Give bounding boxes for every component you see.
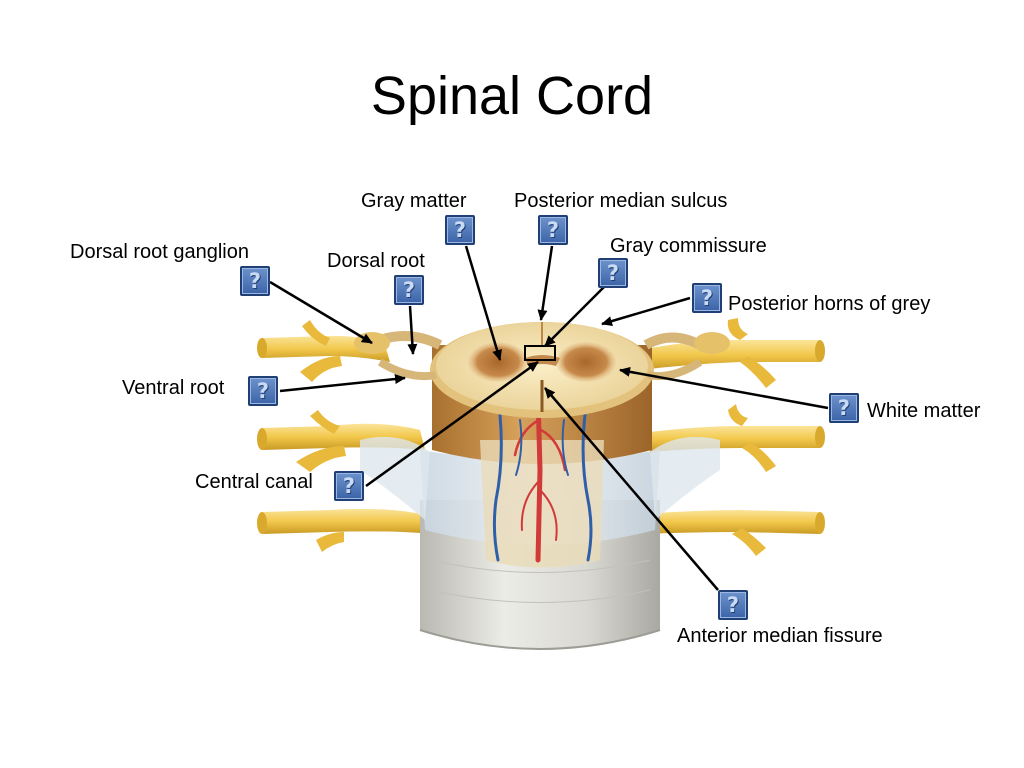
reveal-central-canal-button[interactable]: ? [334, 471, 364, 501]
leader-gray-commissure [544, 285, 606, 347]
question-mark-icon: ? [837, 396, 851, 420]
label-posterior-horns: Posterior horns of grey [728, 293, 931, 315]
left-gray-horn [468, 342, 528, 382]
question-mark-icon: ? [546, 218, 560, 242]
slide-title: Spinal Cord [370, 66, 654, 126]
dorsal-root-ganglion-shape [694, 332, 730, 354]
leader-ventral-root [279, 374, 406, 393]
reveal-white-matter-button[interactable]: ? [829, 393, 859, 423]
leader-central-canal [365, 360, 539, 488]
cord-cross-section [430, 322, 654, 418]
question-mark-icon: ? [700, 286, 714, 310]
leader-dorsal-root-ganglion [269, 280, 373, 345]
question-mark-icon: ? [248, 269, 262, 293]
question-mark-icon: ? [726, 593, 740, 617]
question-mark-icon: ? [453, 218, 467, 242]
reveal-anterior-median-fissure-button[interactable]: ? [718, 590, 748, 620]
leader-dorsal-root [407, 305, 418, 355]
question-mark-icon: ? [342, 474, 356, 498]
leader-gray-matter [464, 245, 502, 361]
label-white-matter: White matter [867, 400, 981, 422]
label-dorsal-root-ganglion: Dorsal root ganglion [70, 241, 249, 263]
reveal-gray-commissure-button[interactable]: ? [598, 258, 628, 288]
label-ventral-root: Ventral root [122, 377, 225, 399]
leader-posterior-median-sulcus [537, 245, 554, 321]
blood-vessels [492, 392, 593, 563]
leader-white-matter [619, 366, 829, 410]
label-dorsal-root: Dorsal root [327, 250, 425, 272]
label-gray-matter: Gray matter [361, 190, 467, 212]
reveal-gray-matter-button[interactable]: ? [445, 215, 475, 245]
label-central-canal: Central canal [195, 471, 313, 493]
left-spinal-nerves [257, 320, 432, 552]
reveal-dorsal-root-ganglion-button[interactable]: ? [240, 266, 270, 296]
reveal-ventral-root-button[interactable]: ? [248, 376, 278, 406]
reveal-posterior-horns-button[interactable]: ? [692, 283, 722, 313]
right-gray-horn [556, 342, 616, 382]
leader-anterior-median-fissure [544, 387, 719, 591]
reveal-dorsal-root-button[interactable]: ? [394, 275, 424, 305]
right-spinal-nerves [640, 318, 825, 556]
leader-posterior-horns [601, 296, 691, 326]
reveal-posterior-median-sulcus-button[interactable]: ? [538, 215, 568, 245]
question-mark-icon: ? [402, 278, 416, 302]
question-mark-icon: ? [606, 261, 620, 285]
label-gray-commissure: Gray commissure [610, 235, 767, 257]
label-posterior-median-sulcus: Posterior median sulcus [514, 190, 728, 212]
label-anterior-median-fissure: Anterior median fissure [677, 625, 883, 647]
question-mark-icon: ? [256, 379, 270, 403]
leader-lines [269, 245, 829, 591]
